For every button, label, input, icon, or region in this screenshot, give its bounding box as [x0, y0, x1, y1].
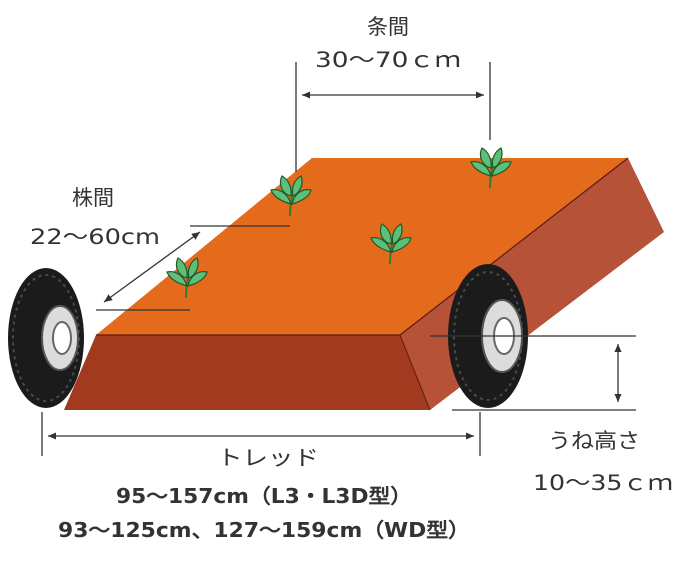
ridge-height-title: うね高さ	[548, 429, 640, 453]
ridge-height-dimension	[430, 335, 636, 411]
tread-value-l3: 95～157cm（L3・L3D型）	[116, 484, 412, 508]
ridge-top-surface	[96, 158, 628, 335]
ridge-front-face	[64, 335, 430, 410]
tread-dimension	[41, 412, 481, 456]
left-wheel	[8, 268, 84, 408]
tread-value-wd: 93～125cm、127～159cm（WD型）	[58, 518, 470, 542]
tread-title: トレッド	[217, 446, 319, 470]
row-spacing-title: 条間	[367, 15, 409, 39]
ridge-height-value: 10～35ｃｍ	[533, 471, 673, 495]
plant-spacing-value: 22～60cm	[30, 225, 160, 249]
ridge-body	[64, 157, 664, 411]
plant-spacing-dimension	[96, 225, 290, 311]
row-spacing-dimension	[295, 62, 491, 172]
plant-spacing-title: 株間	[72, 186, 114, 210]
row-spacing-value: 30～70ｃｍ	[315, 48, 461, 72]
